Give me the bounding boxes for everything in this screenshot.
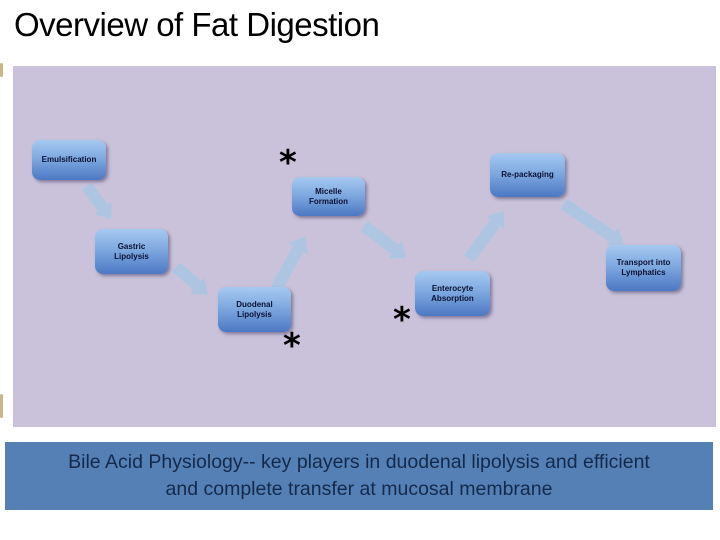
flow-node-label: Re-packaging — [501, 170, 554, 179]
asterisk-marker-enterocyte: * — [393, 300, 411, 340]
flow-node-micelle-formation: Micelle Formation — [292, 177, 365, 216]
flow-node-label: Gastric Lipolysis — [114, 241, 149, 261]
caption-line-1: Bile Acid Physiology-- key players in du… — [68, 451, 650, 473]
panel-border-fragment-bottom — [0, 394, 3, 418]
flow-node-enterocyte-absorption: Enterocyte Absorption — [415, 271, 490, 316]
flow-node-emulsification: Emulsification — [32, 140, 106, 180]
flow-node-gastric-lipolysis: Gastric Lipolysis — [95, 229, 168, 274]
caption-line-2: and complete transfer at mucosal membran… — [165, 478, 553, 500]
flow-node-label: Enterocyte Absorption — [431, 283, 474, 303]
slide-title: Overview of Fat Digestion — [14, 6, 380, 43]
flow-node-re-packaging: Re-packaging — [490, 153, 565, 197]
asterisk-marker-micelle: * — [279, 143, 297, 183]
flow-node-label: Transport into Lymphatics — [616, 258, 671, 277]
flow-node-label: Emulsification — [41, 155, 97, 164]
flow-node-label: Duodenal Lipolysis — [236, 299, 273, 319]
flow-node-duodenal-lipolysis: Duodenal Lipolysis — [218, 287, 291, 332]
flow-node-label: Micelle Formation — [308, 186, 349, 206]
caption-banner: Bile Acid Physiology-- key players in du… — [5, 442, 713, 510]
flow-node-transport-lymphatics: Transport into Lymphatics — [606, 245, 681, 291]
panel-border-fragment-top — [0, 63, 3, 77]
asterisk-marker-duodenal: * — [283, 326, 301, 366]
